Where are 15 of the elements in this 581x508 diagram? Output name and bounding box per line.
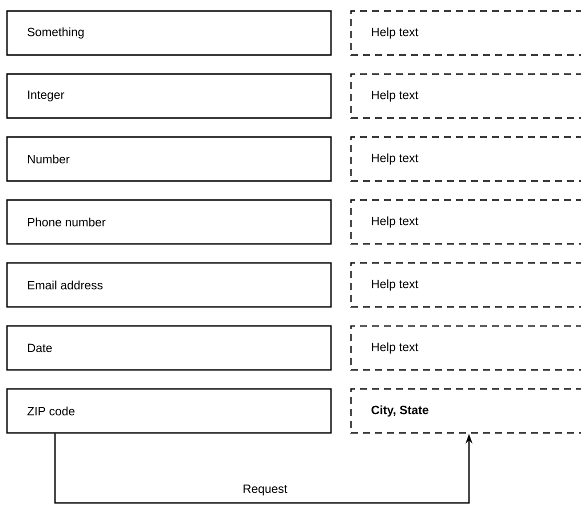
field-box: Something [6, 10, 332, 56]
field-box: Date [6, 325, 332, 371]
field-box: ZIP code [6, 388, 332, 434]
help-box: City, State [350, 388, 581, 434]
help-box: Help text [350, 199, 581, 245]
help-box: Help text [350, 262, 581, 308]
field-box: Integer [6, 73, 332, 119]
edge-label: Request [242, 484, 288, 496]
field-box: Number [6, 136, 332, 182]
help-box: Help text [350, 73, 581, 119]
help-box: Help text [350, 325, 581, 371]
help-box: Help text [350, 136, 581, 182]
field-box: Phone number [6, 199, 332, 245]
field-box: Email address [6, 262, 332, 308]
help-box: Help text [350, 10, 581, 56]
